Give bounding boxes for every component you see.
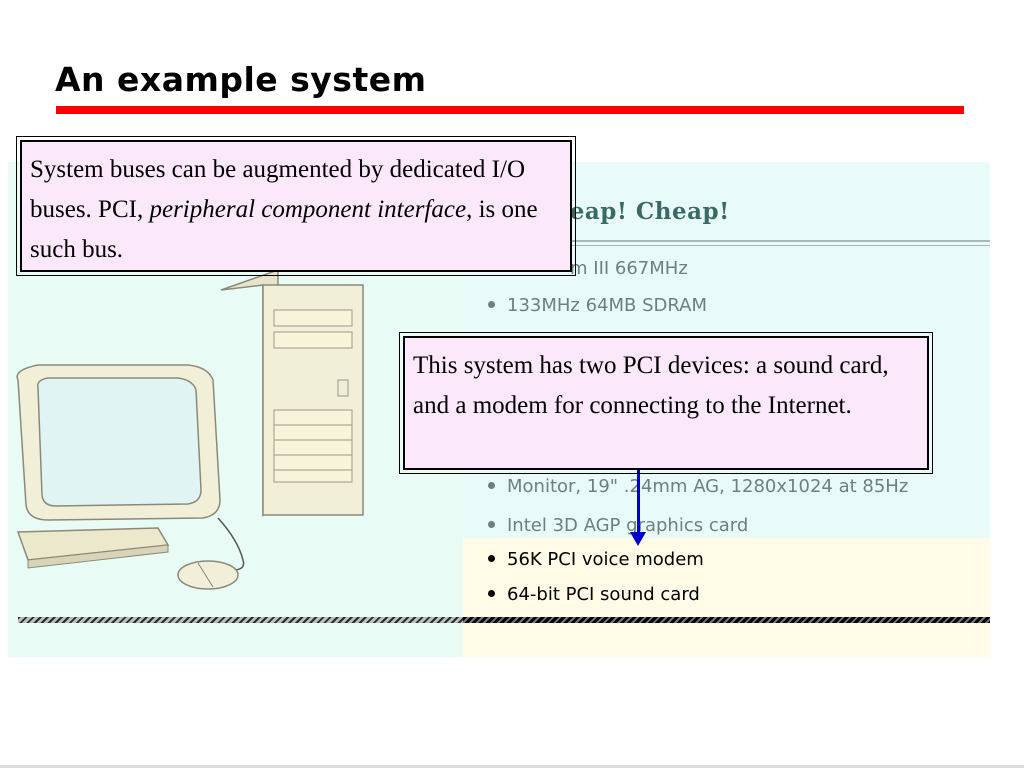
- callout-buses-emphasis: peripheral component interface: [149, 196, 467, 223]
- slide-title: An example system: [55, 60, 427, 99]
- callout-pci-devices: This system has two PCI devices: a sound…: [399, 332, 933, 474]
- title-underline: [56, 106, 964, 114]
- callout-buses-text: System buses can be augmented by dedicat…: [30, 156, 525, 223]
- bullet-icon: [488, 520, 495, 528]
- spec-item-sound-card: 64-bit PCI sound card: [488, 584, 700, 605]
- spec-item-monitor: Monitor, 19" .24mm AG, 1280x1024 at 85Hz: [488, 476, 908, 497]
- slide-bottom-edge: [0, 765, 1024, 768]
- spec-item-memory: 133MHz 64MB SDRAM: [488, 295, 707, 316]
- callout-pci-devices-text: This system has two PCI devices: a sound…: [413, 352, 889, 419]
- ad-divider: [500, 245, 990, 246]
- spec-item-graphics: Intel 3D AGP graphics card: [488, 515, 748, 536]
- spec-item-modem: 56K PCI voice modem: [488, 549, 704, 570]
- bullet-icon: [488, 300, 495, 308]
- bullet-icon: [488, 481, 495, 489]
- spec-item-processor: m III 667MHz: [570, 258, 688, 279]
- bullet-icon: [488, 589, 495, 597]
- ad-divider: [500, 240, 990, 242]
- callout-buses-text-end: , is one such bus.: [30, 196, 538, 263]
- arrow-down-icon: [630, 532, 646, 546]
- arrow-shaft: [637, 470, 640, 538]
- callout-buses: System buses can be augmented by dedicat…: [16, 136, 576, 276]
- ad-panel-pci: [463, 538, 990, 657]
- bullet-icon: [488, 554, 495, 562]
- computer-illustration-icon: [16, 270, 364, 590]
- ad-hatched-divider-dark: [463, 617, 990, 623]
